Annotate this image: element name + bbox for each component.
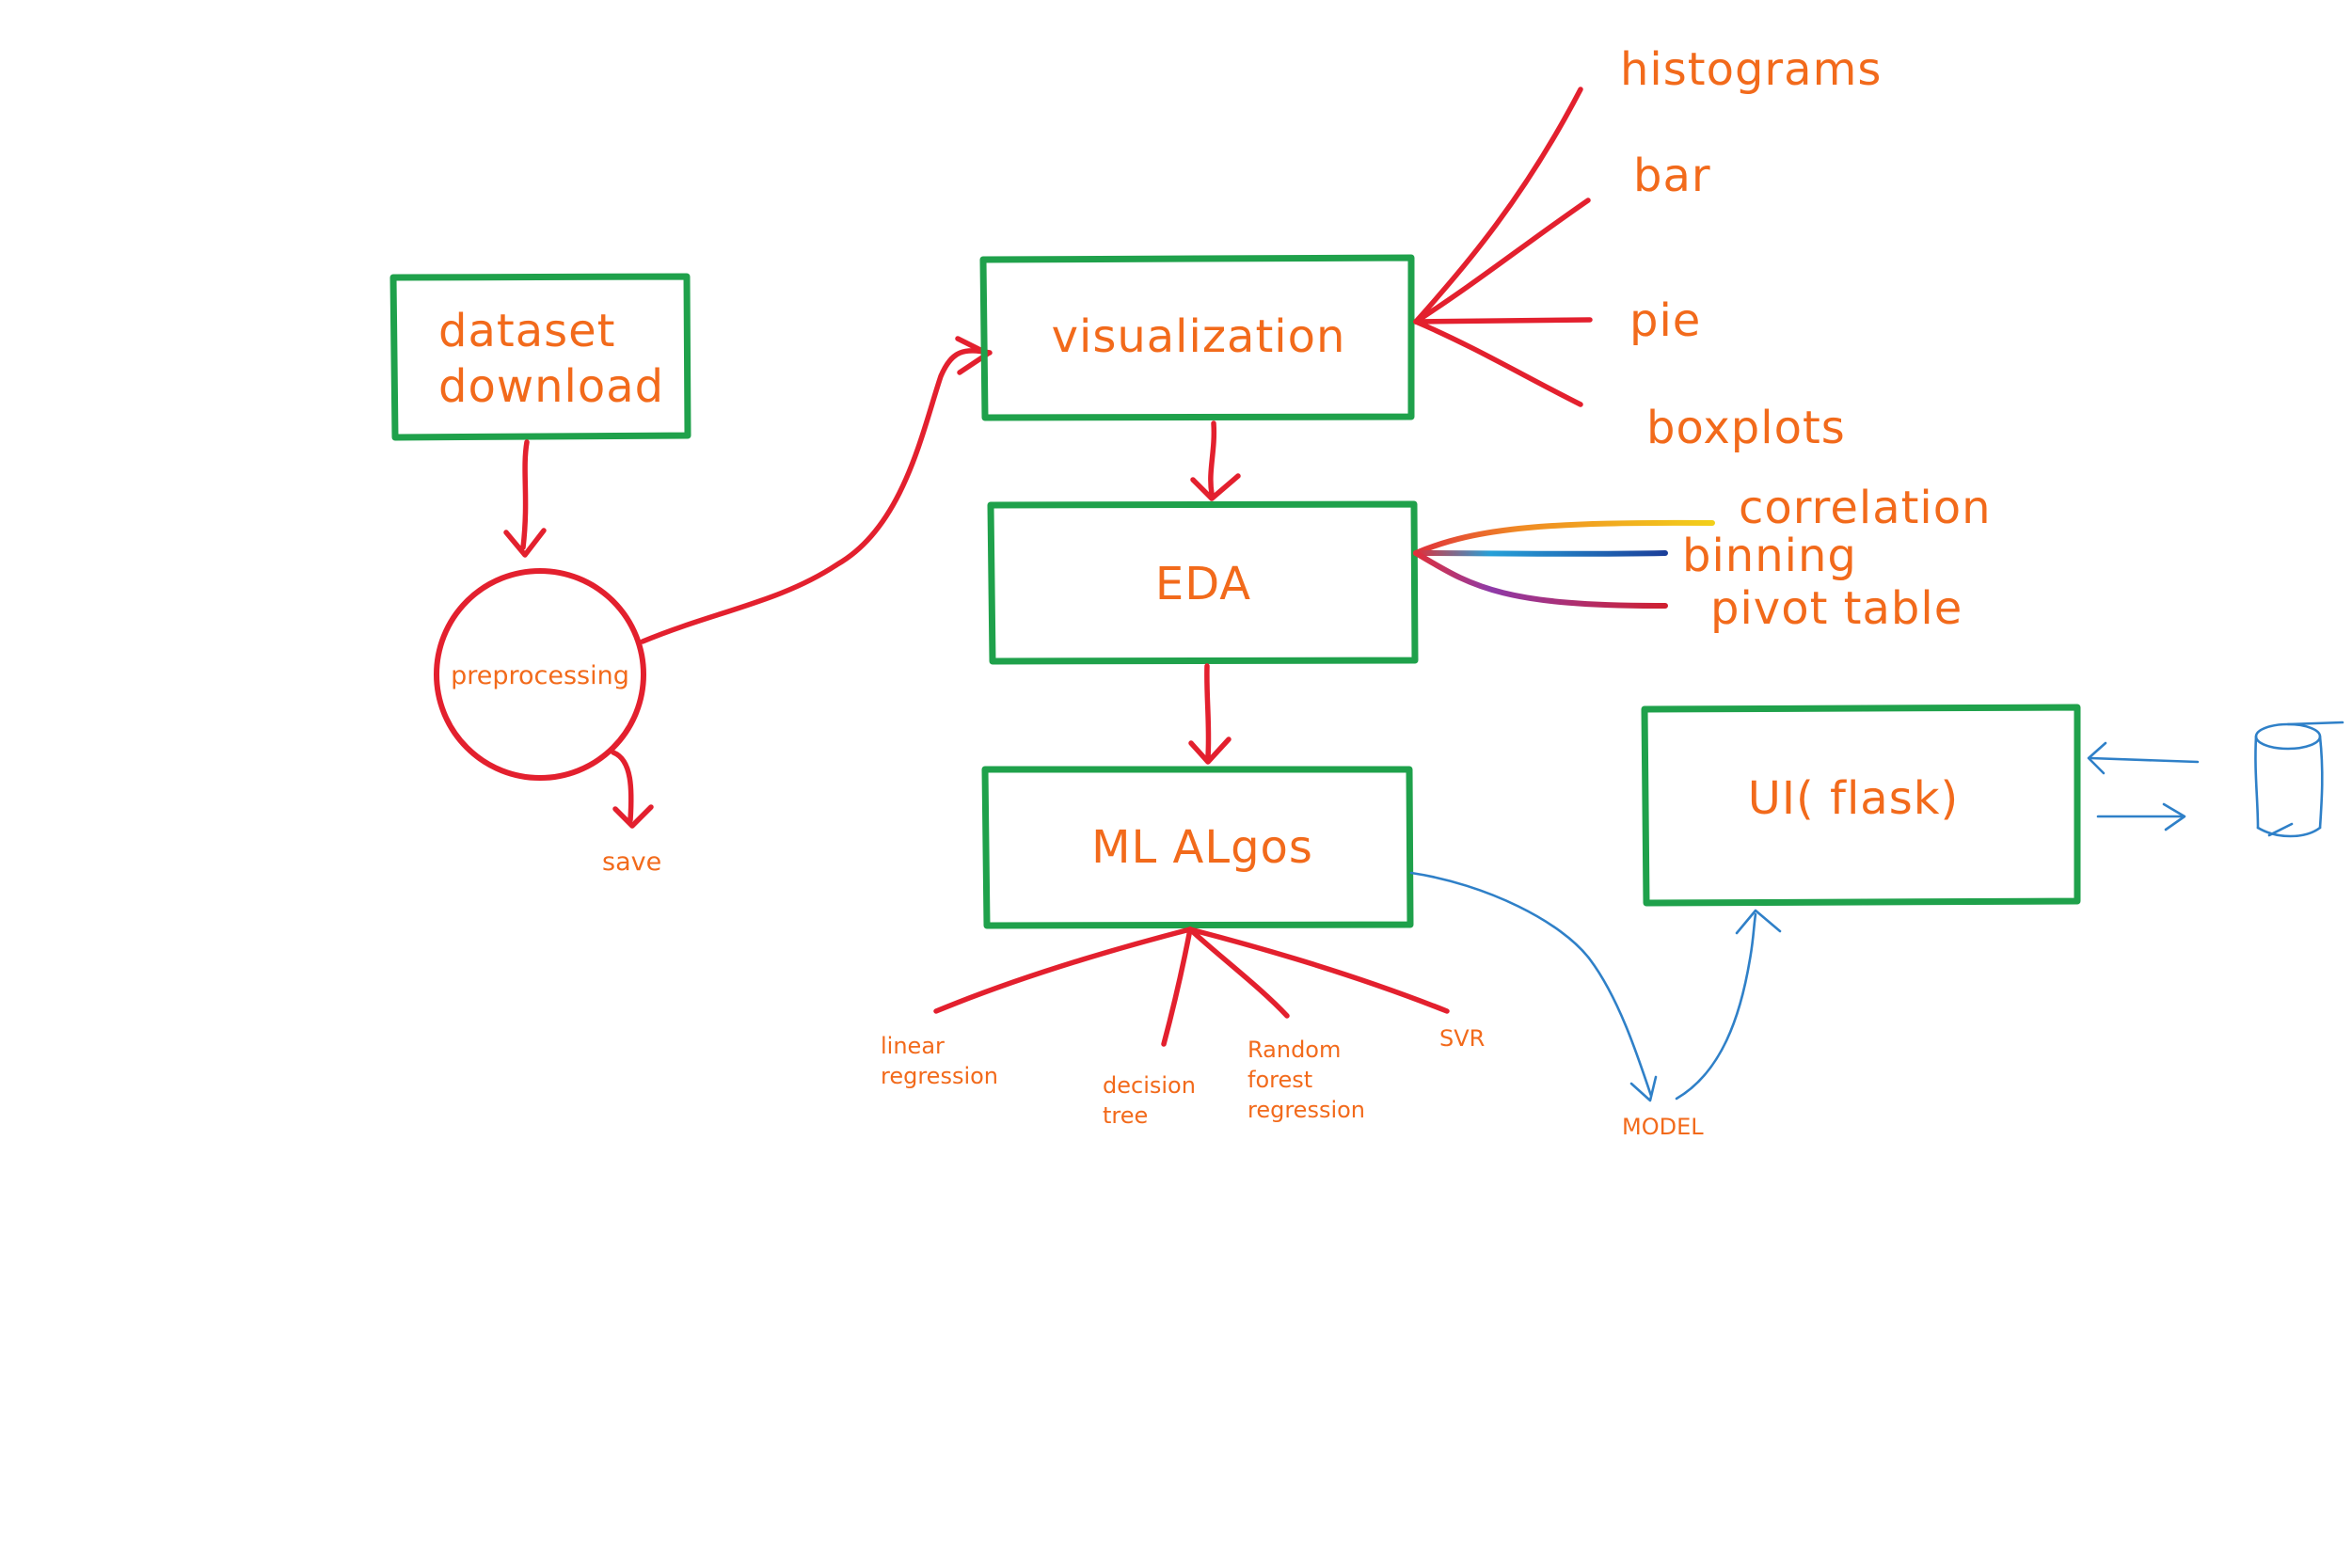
dataset-label-line2: download — [438, 360, 664, 413]
branch-decision-label-line2: tree — [1103, 1102, 1148, 1129]
eda-node: EDA — [987, 500, 1419, 665]
branch-pie-label: pie — [1629, 294, 1701, 347]
cylinder-icon — [2254, 721, 2344, 838]
ml-algos-label: ML ALgos — [1091, 821, 1313, 874]
ui-flask-box — [1641, 704, 2081, 907]
branch-random-forest-label-line2: forest — [1248, 1067, 1312, 1093]
preprocessing-circle — [434, 568, 646, 781]
branch-linear-label-line1: linear — [881, 1033, 945, 1059]
ml-branches: linear regression decision tree Random f… — [881, 927, 1485, 1129]
visualization-node: visualization — [979, 254, 1415, 421]
branch-decision-label-line1: decision — [1103, 1072, 1196, 1099]
arrow-dataset-to-preprocessing — [503, 439, 547, 558]
eda-branches: correlation binning pivot table — [1413, 482, 1992, 635]
dataset-download-node: dataset download — [389, 273, 691, 441]
branch-linear-label-line2: regression — [881, 1063, 998, 1089]
branch-correlation-label: correlation — [1739, 482, 1992, 534]
eda-label: EDA — [1155, 558, 1251, 610]
branch-random-forest-label-line3: regression — [1248, 1097, 1365, 1123]
visualization-branches: histograms bar pie boxplots — [1413, 43, 1882, 454]
branch-histograms-label: histograms — [1620, 43, 1882, 96]
save-label: save — [602, 847, 661, 877]
visualization-box — [979, 254, 1415, 421]
arrow-visualization-to-eda — [1190, 420, 1241, 501]
visualization-label: visualization — [1052, 310, 1346, 363]
arrow-preprocessing-to-save: save — [602, 750, 661, 877]
branch-random-forest-label-line1: Random — [1248, 1037, 1341, 1063]
branch-svr-label: SVR — [1439, 1025, 1485, 1052]
arrows-ui-database — [2087, 741, 2200, 832]
ui-flask-label: UI( flask) — [1748, 772, 1959, 825]
ml-algos-node: ML ALgos — [981, 766, 1414, 929]
model-label: MODEL — [1622, 1114, 1704, 1140]
preprocessing-label: preprocessing — [451, 661, 629, 690]
arrow-model-to-ui — [1675, 909, 1782, 1101]
branch-bar-label: bar — [1633, 150, 1711, 202]
branch-binning-label: binning — [1682, 530, 1857, 582]
dataset-label-line1: dataset — [438, 305, 615, 357]
dataset-download-box — [389, 273, 691, 441]
eda-box — [987, 500, 1419, 665]
arrow-ml-to-model: MODEL — [1409, 871, 1704, 1140]
arrow-preprocessing-to-visualization — [640, 336, 993, 644]
branch-boxplots-label: boxplots — [1646, 402, 1846, 454]
arrow-eda-to-ml — [1188, 663, 1232, 765]
ui-flask-node: UI( flask) — [1641, 704, 2081, 907]
ml-algos-box — [981, 766, 1414, 929]
preprocessing-node: preprocessing — [434, 568, 646, 781]
branch-pivot-table-label: pivot table — [1710, 582, 1963, 635]
